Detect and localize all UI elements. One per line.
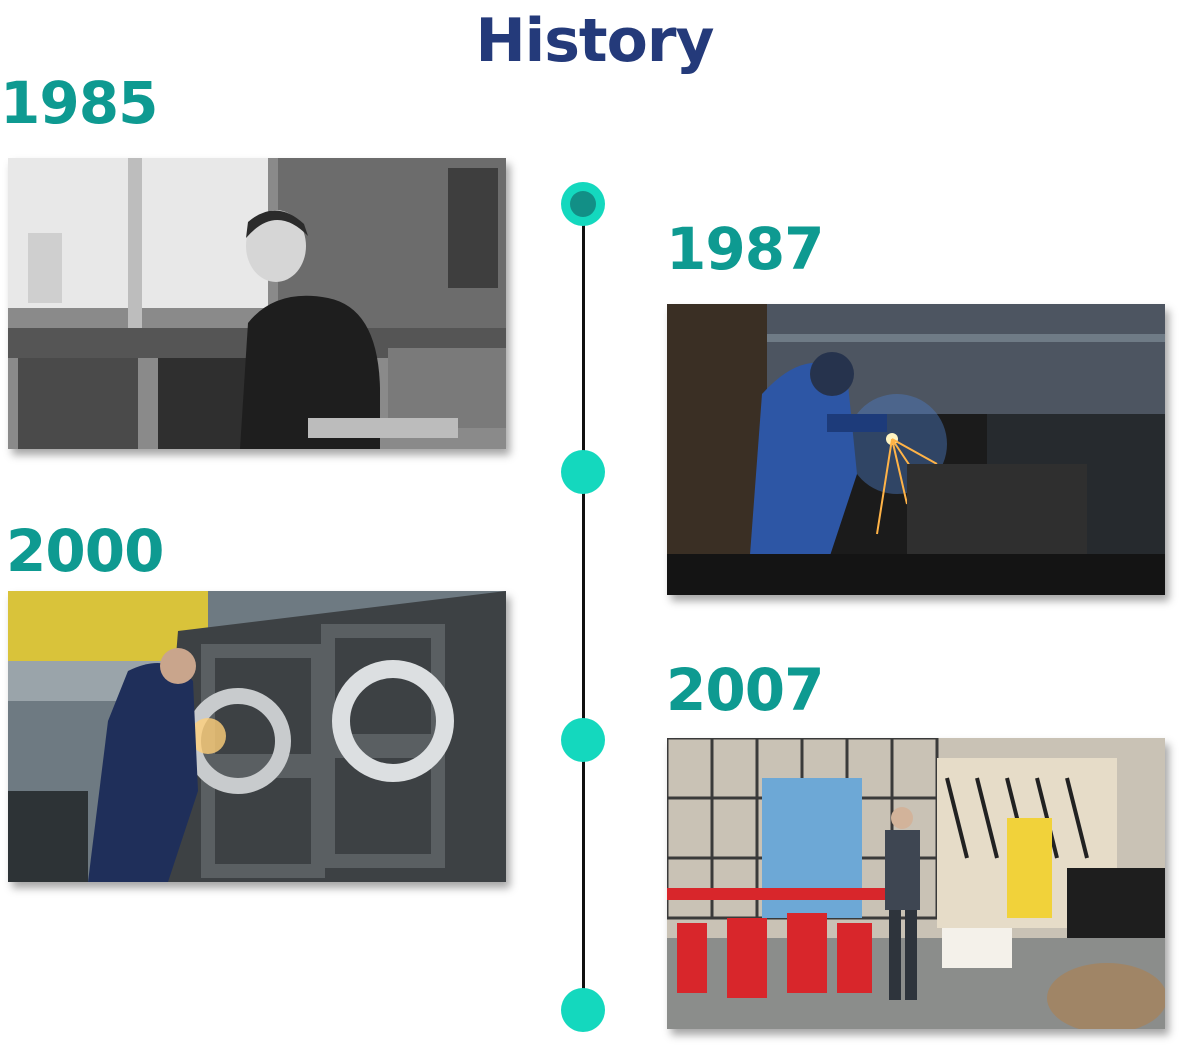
year-label-2000: 2000 [6, 517, 164, 585]
timeline-line [582, 205, 585, 1007]
year-label-1985: 1985 [0, 69, 158, 137]
page-title: History [475, 6, 714, 76]
workshop-worker-bw-photo [8, 158, 506, 449]
timeline-dot-1985[interactable] [561, 182, 605, 226]
modern-workshop-photo [667, 738, 1165, 1029]
year-label-1987: 1987 [666, 215, 824, 283]
grinding-flange-photo [8, 591, 506, 882]
year-label-2007: 2007 [666, 656, 824, 724]
timeline-dot-1987[interactable] [561, 450, 605, 494]
welder-sparks-photo [667, 304, 1165, 595]
timeline-dot-2007[interactable] [561, 988, 605, 1032]
timeline-dot-2000[interactable] [561, 718, 605, 762]
